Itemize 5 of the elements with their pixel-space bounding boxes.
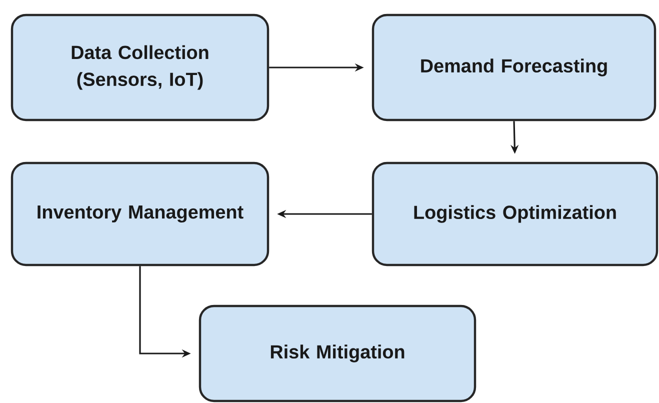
process-box: Risk Mitigation (198, 304, 476, 402)
process-box: Inventory Management (10, 162, 270, 266)
process-box: Demand Forecasting (372, 14, 656, 122)
process-box: Logistics Optimization (372, 162, 658, 266)
process-box: Data Collection (Sensors, IoT) (10, 14, 270, 122)
